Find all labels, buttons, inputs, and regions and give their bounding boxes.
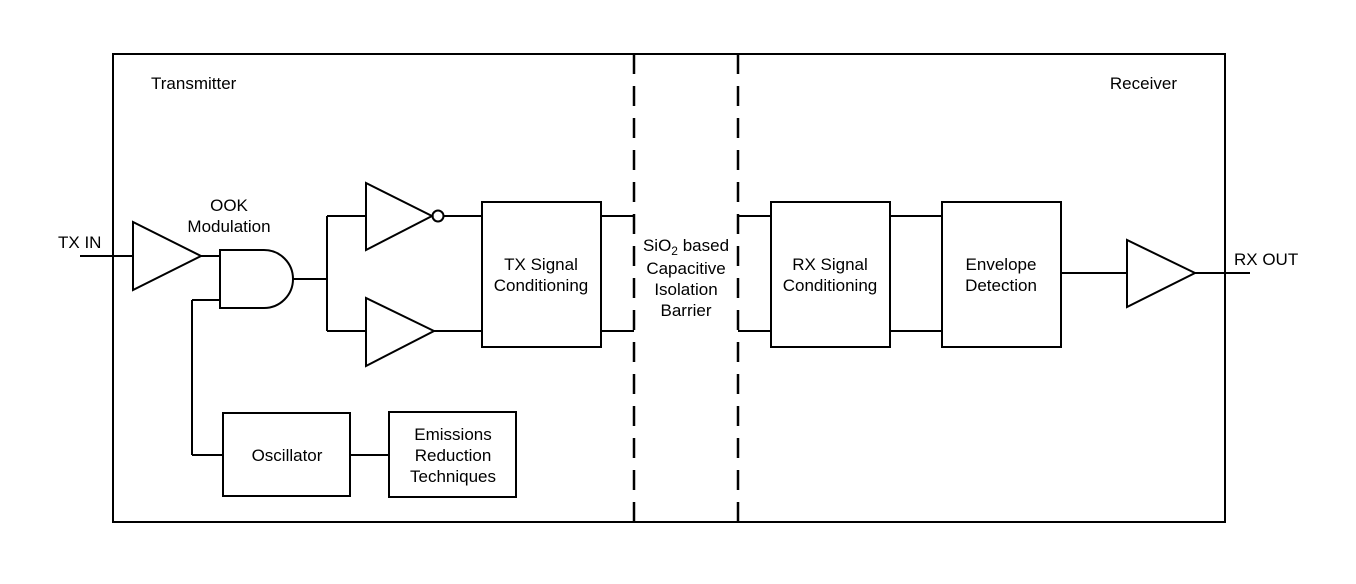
oscillator-block bbox=[222, 412, 351, 497]
rx-out-label: RX OUT bbox=[1234, 250, 1298, 269]
barrier-label-line2: Capacitive bbox=[646, 259, 725, 278]
tx-in-label: TX IN bbox=[58, 233, 101, 252]
rx-signal-label: RX Signal bbox=[792, 255, 868, 274]
envelope-label: Envelope bbox=[966, 255, 1037, 274]
reduction-label: Reduction bbox=[415, 446, 492, 465]
barrier-label-line4: Barrier bbox=[660, 301, 711, 320]
inverter-triangle bbox=[365, 181, 435, 252]
barrier-label-line1: SiO2 based bbox=[643, 236, 729, 258]
output-buffer-triangle bbox=[1126, 238, 1198, 309]
transmitter-label: Transmitter bbox=[151, 74, 237, 93]
oscillator-label: Oscillator bbox=[252, 446, 323, 465]
input-buffer-triangle bbox=[132, 220, 204, 292]
envelope-detection-block bbox=[941, 201, 1062, 348]
and-gate bbox=[219, 249, 294, 309]
ook-label: OOK bbox=[210, 196, 248, 215]
modulation-label: Modulation bbox=[187, 217, 270, 236]
emissions-reduction-block bbox=[388, 411, 517, 498]
device-outline bbox=[112, 53, 1226, 523]
tx-signal-conditioning-block bbox=[481, 201, 602, 348]
driver-triangle bbox=[365, 296, 437, 368]
tx-signal-label: TX Signal bbox=[504, 255, 578, 274]
detection-label: Detection bbox=[965, 276, 1037, 295]
emissions-label: Emissions bbox=[414, 425, 491, 444]
barrier-label-line3: Isolation bbox=[654, 280, 717, 299]
rx-conditioning-label: Conditioning bbox=[783, 276, 878, 295]
rx-signal-conditioning-block bbox=[770, 201, 891, 348]
tx-conditioning-label: Conditioning bbox=[494, 276, 589, 295]
receiver-label: Receiver bbox=[1110, 74, 1177, 93]
techniques-label: Techniques bbox=[410, 467, 496, 486]
